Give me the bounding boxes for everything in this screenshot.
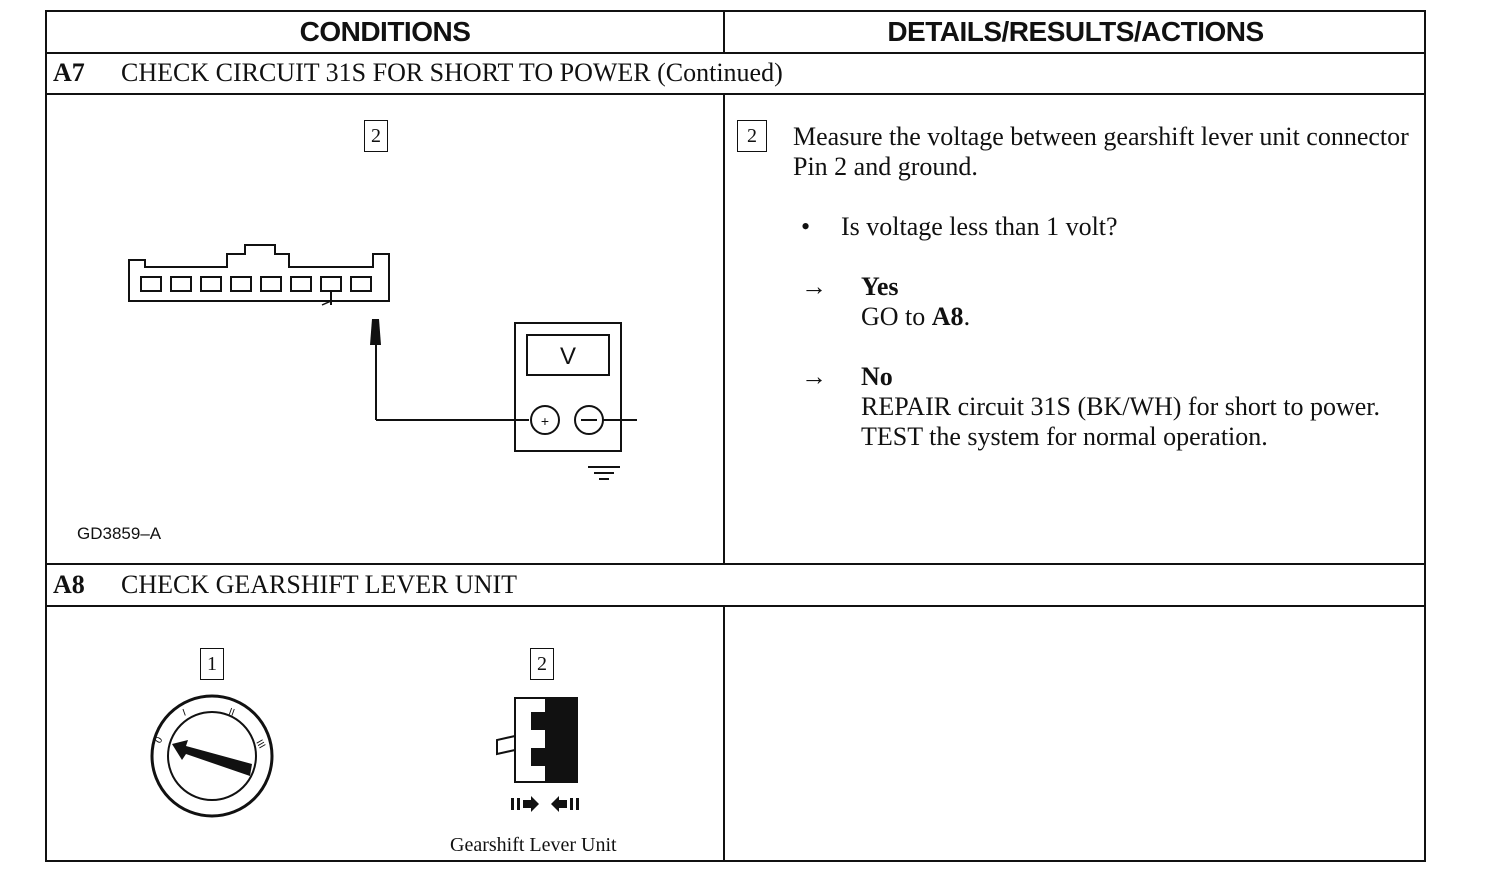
connector-icon	[128, 244, 390, 302]
figure1-step-number: 1	[200, 648, 224, 680]
svg-text:0: 0	[153, 735, 166, 746]
divider	[47, 563, 1424, 565]
no-action: REPAIR circuit 31S (BK/WH) for short to …	[861, 392, 1380, 451]
step-number: 2	[737, 120, 767, 152]
svg-text:V: V	[560, 343, 576, 370]
divider	[47, 52, 1424, 54]
voltmeter-connector-diagram: V +	[128, 244, 637, 452]
section-a7-title-row: A7 CHECK CIRCUIT 31S FOR SHORT TO POWER (…	[53, 58, 783, 88]
ignition-switch-icon: 0 I II III	[150, 694, 274, 818]
arrow-icon: →	[801, 272, 827, 301]
probe-icon	[370, 319, 381, 345]
divider	[47, 605, 1424, 607]
svg-text:+: +	[541, 413, 549, 429]
details-header: DETAILS/RESULTS/ACTIONS	[887, 16, 1264, 47]
gearshift-lever-unit-icon	[496, 697, 579, 812]
instruction-text: Measure the voltage between gearshift le…	[793, 122, 1409, 181]
section-id: A7	[53, 58, 85, 87]
yes-label: Yes	[861, 272, 899, 301]
divider	[47, 93, 1424, 95]
arrow-icon: →	[801, 362, 827, 391]
voltmeter-icon	[514, 322, 622, 452]
figure-caption: Gearshift Lever Unit	[450, 834, 617, 856]
yes-action-target: A8	[931, 302, 964, 331]
question-text: Is voltage less than 1 volt?	[841, 212, 1118, 241]
section-title: CHECK GEARSHIFT LEVER UNIT	[121, 570, 518, 599]
connector-pins	[140, 276, 372, 292]
ground-icon	[588, 466, 620, 480]
column-divider	[723, 94, 725, 564]
bullet: •	[801, 212, 811, 241]
section-a8-title-row: A8 CHECK GEARSHIFT LEVER UNIT	[53, 570, 517, 600]
yes-action-prefix: GO to	[861, 302, 932, 331]
column-divider	[723, 12, 725, 54]
yes-action: GO to A8.	[861, 302, 970, 332]
no-label: No	[861, 362, 893, 391]
yes-action-suffix: .	[963, 302, 971, 331]
section-title: CHECK CIRCUIT 31S FOR SHORT TO POWER (Co…	[121, 58, 783, 87]
figure2-step-number: 2	[530, 648, 554, 680]
svg-text:I: I	[181, 708, 187, 719]
figure-id: GD3859–A	[77, 524, 162, 543]
section-id: A8	[53, 570, 85, 599]
figure-step-number: 2	[364, 120, 388, 152]
column-divider	[723, 606, 725, 862]
conditions-header: CONDITIONS	[299, 16, 471, 47]
svg-text:II: II	[227, 706, 236, 718]
